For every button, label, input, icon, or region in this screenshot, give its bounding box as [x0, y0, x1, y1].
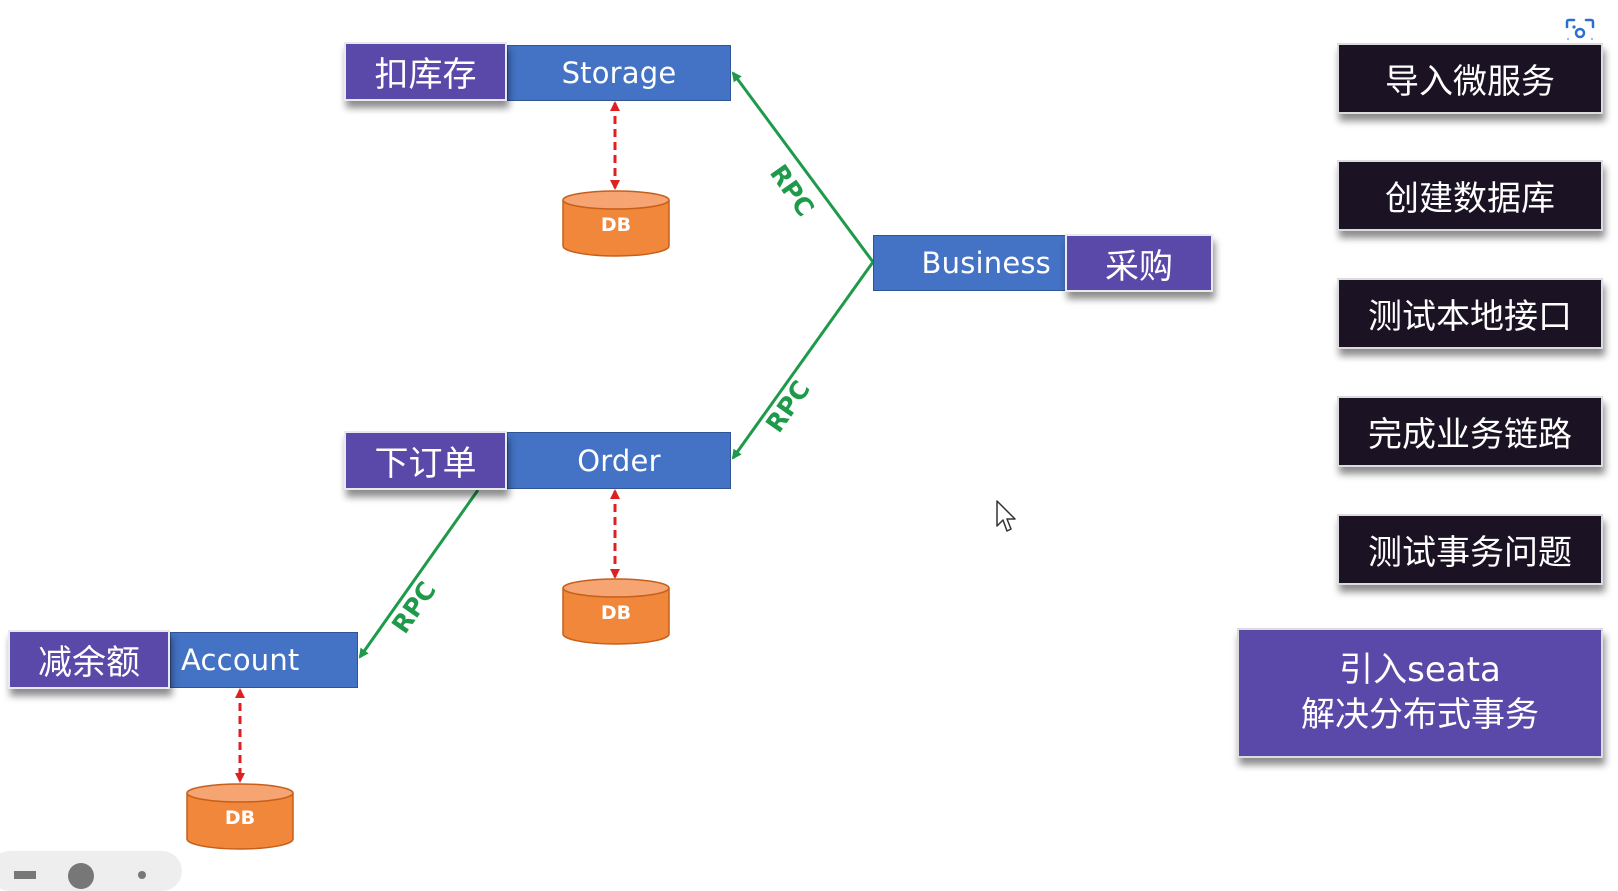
db-label: DB	[600, 214, 632, 236]
step-test-local-api: 测试本地接口	[1337, 278, 1603, 349]
order-db: DB	[562, 578, 670, 645]
toolbar-button-icon[interactable]	[138, 871, 146, 879]
mouse-pointer-icon	[996, 500, 1018, 538]
rpc-link-business-order	[731, 261, 875, 460]
db-label: DB	[224, 807, 256, 829]
step-create-database: 创建数据库	[1337, 160, 1603, 231]
seata-line-2: 解决分布式事务	[1301, 695, 1539, 735]
business-service-node: Business	[873, 235, 1066, 291]
storage-action-tag: 扣库存	[344, 42, 507, 101]
order-service-node: Order	[507, 432, 731, 489]
order-action-tag: 下订单	[344, 431, 507, 490]
database-icon	[562, 578, 670, 645]
storage-service-node: Storage	[507, 45, 731, 101]
step-complete-business-chain: 完成业务链路	[1337, 396, 1603, 467]
seata-line-1: 引入seata	[1339, 650, 1501, 690]
account-action-tag: 减余额	[8, 630, 170, 689]
storage-db: DB	[562, 190, 670, 257]
db-label: DB	[600, 602, 632, 624]
toolbar-button-icon[interactable]	[68, 863, 94, 889]
screen-capture-icon[interactable]	[1565, 18, 1595, 46]
account-service-node: Account	[170, 632, 358, 688]
player-toolbar[interactable]	[0, 851, 182, 891]
rpc-link-business-storage	[731, 71, 875, 263]
step-import-microservices: 导入微服务	[1337, 43, 1603, 114]
toolbar-button-icon[interactable]	[14, 871, 36, 879]
database-icon	[562, 190, 670, 257]
database-icon	[186, 783, 294, 850]
seata-highlight-box: 引入seata 解决分布式事务	[1237, 628, 1603, 758]
business-action-tag: 采购	[1065, 234, 1213, 292]
rpc-link-order-account	[358, 489, 480, 659]
account-db: DB	[186, 783, 294, 850]
step-test-transaction-issue: 测试事务问题	[1337, 514, 1603, 585]
